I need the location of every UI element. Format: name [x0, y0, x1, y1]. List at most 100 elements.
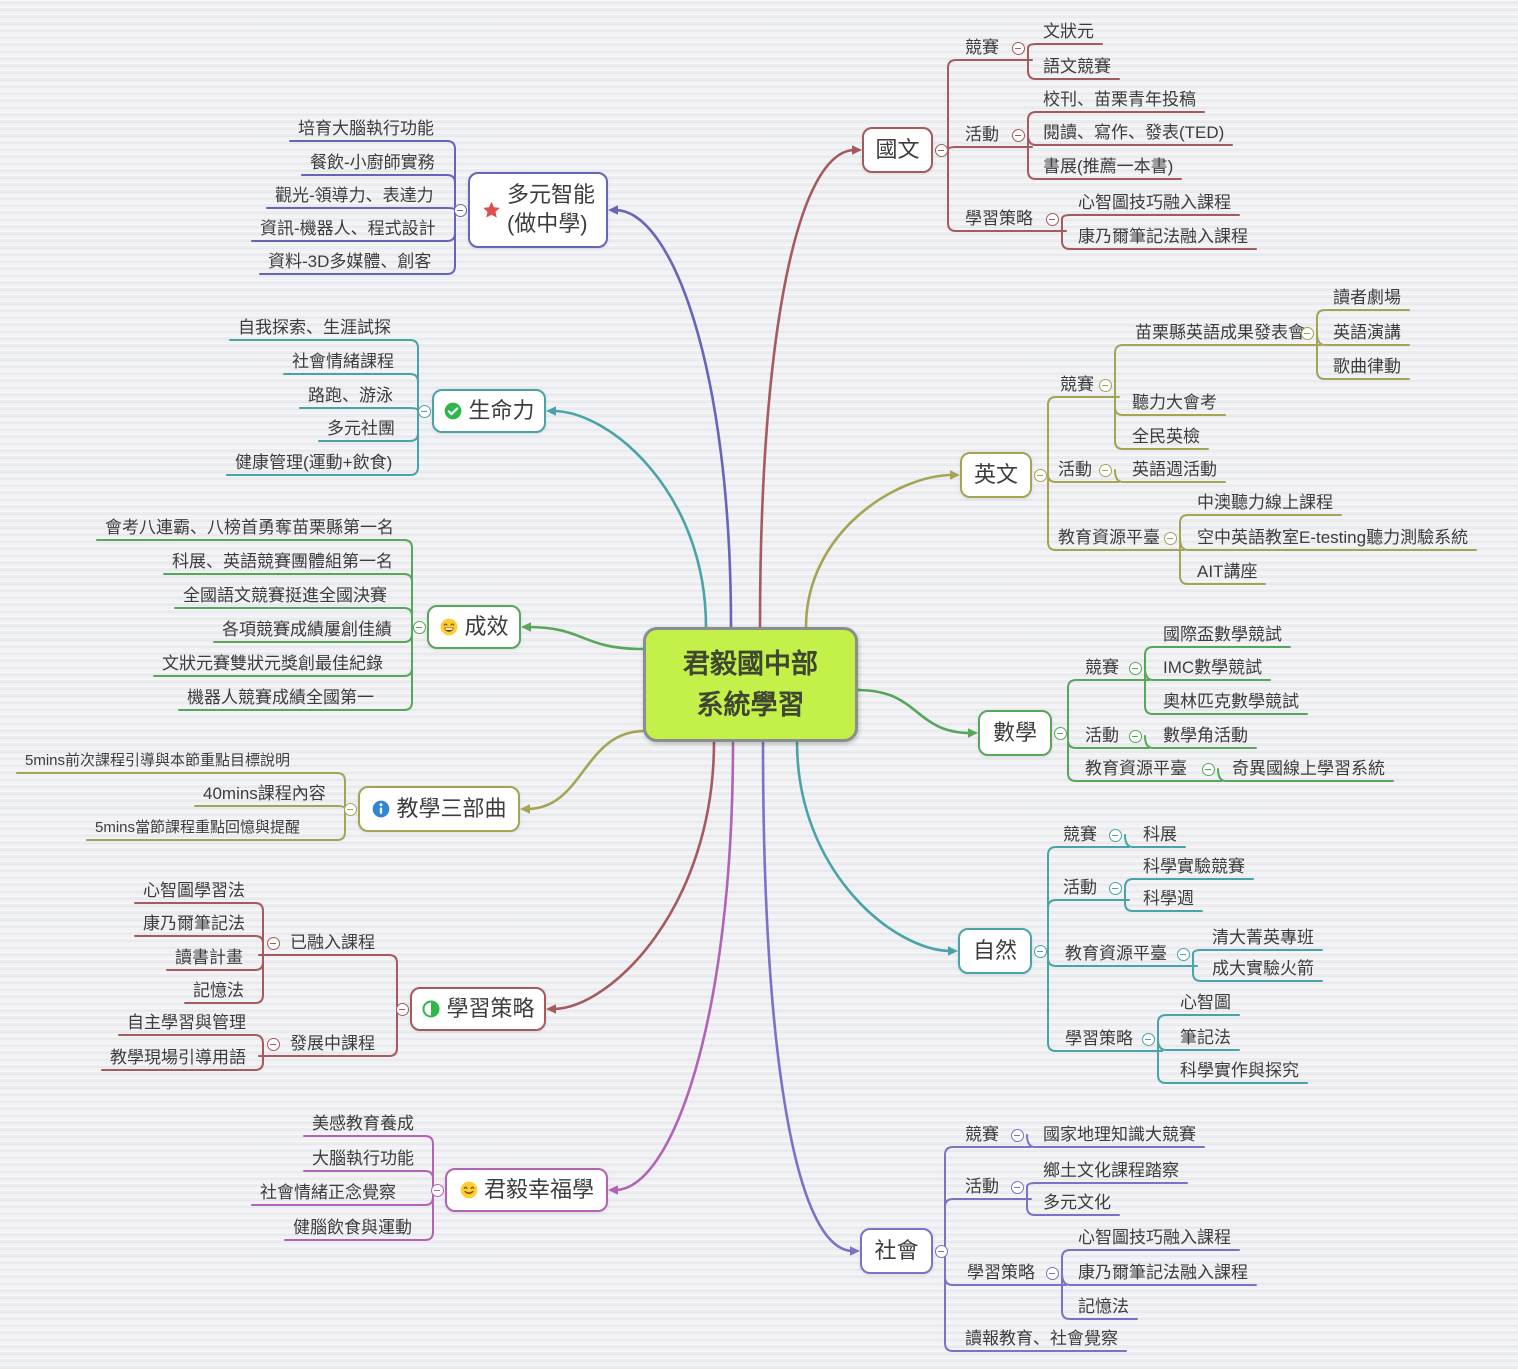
tree-node-leaf[interactable]: 科學週: [1143, 889, 1194, 908]
tree-node-leaf[interactable]: 數學角活動: [1163, 726, 1248, 745]
tree-node-category[interactable]: 活動: [965, 1177, 999, 1196]
tree-node-leaf[interactable]: 各項競賽成績屢創佳績: [222, 620, 392, 639]
tree-node-leaf[interactable]: 資料-3D多媒體、創客: [268, 252, 432, 271]
topic-node-multi-intelligence[interactable]: 多元智能(做中學): [468, 172, 608, 248]
collapse-minus-icon[interactable]: [266, 1037, 280, 1051]
tree-node-leaf[interactable]: 奇異國線上學習系統: [1232, 759, 1385, 778]
collapse-minus-icon[interactable]: [1045, 212, 1059, 226]
tree-node-leaf[interactable]: 文狀元: [1043, 22, 1094, 41]
tree-node-leaf[interactable]: 教學現場引導用語: [110, 1048, 246, 1067]
tree-node-leaf[interactable]: 資訊-機器人、程式設計: [260, 219, 436, 238]
tree-node-category[interactable]: 已融入課程: [290, 933, 375, 952]
tree-node-leaf[interactable]: 觀光-領導力、表達力: [275, 186, 434, 205]
collapse-minus-icon[interactable]: [1098, 378, 1112, 392]
collapse-minus-icon[interactable]: [1108, 828, 1122, 842]
collapse-minus-icon[interactable]: [412, 620, 426, 634]
tree-node-leaf[interactable]: 社會情緒正念覺察: [260, 1183, 396, 1202]
collapse-minus-icon[interactable]: [453, 203, 467, 217]
tree-node-leaf[interactable]: 康乃爾筆記法融入課程: [1078, 1263, 1248, 1282]
tree-node-leaf[interactable]: 歌曲律動: [1333, 357, 1401, 376]
tree-node-leaf[interactable]: 科展、英語競賽團體組第一名: [172, 552, 393, 571]
tree-node-leaf[interactable]: 語文競賽: [1043, 57, 1111, 76]
tree-node-leaf[interactable]: AIT講座: [1197, 562, 1258, 581]
tree-node-leaf[interactable]: 心智圖: [1180, 993, 1231, 1012]
tree-node-category[interactable]: 競賽: [1063, 825, 1097, 844]
collapse-minus-icon[interactable]: [1128, 661, 1142, 675]
collapse-minus-icon[interactable]: [1176, 947, 1190, 961]
collapse-minus-icon[interactable]: [1163, 531, 1177, 545]
collapse-minus-icon[interactable]: [430, 1183, 444, 1197]
topic-node-chinese[interactable]: 國文: [862, 127, 933, 173]
tree-node-category[interactable]: 競賽: [1085, 658, 1119, 677]
collapse-minus-icon[interactable]: [1010, 1128, 1024, 1142]
collapse-minus-icon[interactable]: [395, 1002, 409, 1016]
tree-node-leaf[interactable]: 閱讀、寫作、發表(TED): [1043, 123, 1225, 142]
tree-node-leaf[interactable]: 空中英語教室E-testing聽力測驗系統: [1197, 528, 1469, 547]
collapse-minus-icon[interactable]: [266, 936, 280, 950]
tree-node-leaf[interactable]: 培育大腦執行功能: [298, 119, 434, 138]
tree-node-leaf[interactable]: 聽力大會考: [1132, 393, 1217, 412]
tree-node-leaf[interactable]: 心智圖學習法: [143, 881, 245, 900]
tree-node-leaf[interactable]: 自主學習與管理: [127, 1013, 246, 1032]
tree-node-leaf[interactable]: 全國語文競賽挺進全國決賽: [183, 586, 387, 605]
tree-node-category[interactable]: 發展中課程: [290, 1034, 375, 1053]
topic-node-english[interactable]: 英文: [960, 452, 1032, 498]
topic-node-happiness[interactable]: 君毅幸福學: [445, 1168, 608, 1212]
tree-node-leaf[interactable]: IMC數學競試: [1163, 658, 1263, 677]
tree-node-leaf[interactable]: 心智圖技巧融入課程: [1078, 193, 1231, 212]
tree-node-leaf[interactable]: 國際盃數學競試: [1163, 625, 1282, 644]
tree-node-leaf[interactable]: 會考八連霸、八榜首勇奪苗栗縣第一名: [105, 518, 394, 537]
tree-node-leaf[interactable]: 社會情緒課程: [292, 352, 394, 371]
collapse-minus-icon[interactable]: [1045, 1266, 1059, 1280]
tree-node-leaf[interactable]: 讀報教育、社會覺察: [965, 1329, 1118, 1348]
tree-node-leaf[interactable]: 科學實驗競賽: [1143, 857, 1245, 876]
tree-node-leaf[interactable]: 中澳聽力線上課程: [1197, 493, 1333, 512]
collapse-minus-icon[interactable]: [1300, 326, 1314, 340]
tree-node-leaf[interactable]: 文狀元賽雙狀元獎創最佳紀錄: [162, 654, 383, 673]
tree-node-category[interactable]: 活動: [1085, 726, 1119, 745]
tree-node-category[interactable]: 學習策略: [1065, 1029, 1133, 1048]
tree-node-leaf[interactable]: 5mins前次課程引導與本節重點目標說明: [25, 752, 291, 769]
tree-node-leaf[interactable]: 清大菁英專班: [1212, 928, 1314, 947]
topic-node-results[interactable]: 成效: [427, 605, 521, 649]
tree-node-leaf[interactable]: 康乃爾筆記法融入課程: [1078, 227, 1248, 246]
topic-node-vitality[interactable]: 生命力: [432, 389, 546, 433]
collapse-minus-icon[interactable]: [1108, 881, 1122, 895]
tree-node-category[interactable]: 競賽: [965, 38, 999, 57]
tree-node-leaf[interactable]: 奧林匹克數學競試: [1163, 692, 1299, 711]
topic-node-social[interactable]: 社會: [860, 1228, 933, 1274]
tree-node-category[interactable]: 競賽: [1060, 375, 1094, 394]
collapse-minus-icon[interactable]: [343, 802, 357, 816]
tree-node-leaf[interactable]: 多元文化: [1043, 1193, 1111, 1212]
tree-node-leaf[interactable]: 餐飲-小廚師實務: [310, 153, 435, 172]
collapse-minus-icon[interactable]: [1011, 128, 1025, 142]
tree-node-leaf[interactable]: 記憶法: [1078, 1297, 1129, 1316]
tree-node-leaf[interactable]: 機器人競賽成績全國第一: [187, 688, 374, 707]
collapse-minus-icon[interactable]: [417, 404, 431, 418]
tree-node-leaf[interactable]: 康乃爾筆記法: [143, 914, 245, 933]
collapse-minus-icon[interactable]: [1010, 1180, 1024, 1194]
topic-node-teaching-trilogy[interactable]: 教學三部曲: [358, 786, 520, 832]
tree-node-leaf[interactable]: 大腦執行功能: [312, 1149, 414, 1168]
collapse-minus-icon[interactable]: [1141, 1032, 1155, 1046]
collapse-minus-icon[interactable]: [1098, 463, 1112, 477]
tree-node-category[interactable]: 教育資源平臺: [1058, 528, 1160, 547]
tree-node-category[interactable]: 活動: [1063, 878, 1097, 897]
tree-node-leaf[interactable]: 路跑、游泳: [308, 386, 393, 405]
tree-node-category[interactable]: 學習策略: [965, 209, 1033, 228]
tree-node-category[interactable]: 苗栗縣英語成果發表會: [1135, 323, 1305, 342]
tree-node-category[interactable]: 活動: [1058, 460, 1092, 479]
topic-node-math[interactable]: 數學: [978, 710, 1052, 756]
topic-node-learning-strategies[interactable]: 學習策略: [410, 987, 546, 1031]
collapse-minus-icon[interactable]: [1033, 944, 1047, 958]
collapse-minus-icon[interactable]: [934, 143, 948, 157]
tree-node-category[interactable]: 教育資源平臺: [1085, 759, 1187, 778]
collapse-minus-icon[interactable]: [1033, 468, 1047, 482]
tree-node-leaf[interactable]: 讀者劇場: [1333, 288, 1401, 307]
tree-node-leaf[interactable]: 記憶法: [193, 981, 244, 1000]
tree-node-leaf[interactable]: 多元社團: [327, 419, 395, 438]
topic-node-science[interactable]: 自然: [958, 928, 1032, 974]
tree-node-leaf[interactable]: 英語演講: [1333, 323, 1401, 342]
tree-node-category[interactable]: 競賽: [965, 1125, 999, 1144]
tree-node-leaf[interactable]: 國家地理知識大競賽: [1043, 1125, 1196, 1144]
